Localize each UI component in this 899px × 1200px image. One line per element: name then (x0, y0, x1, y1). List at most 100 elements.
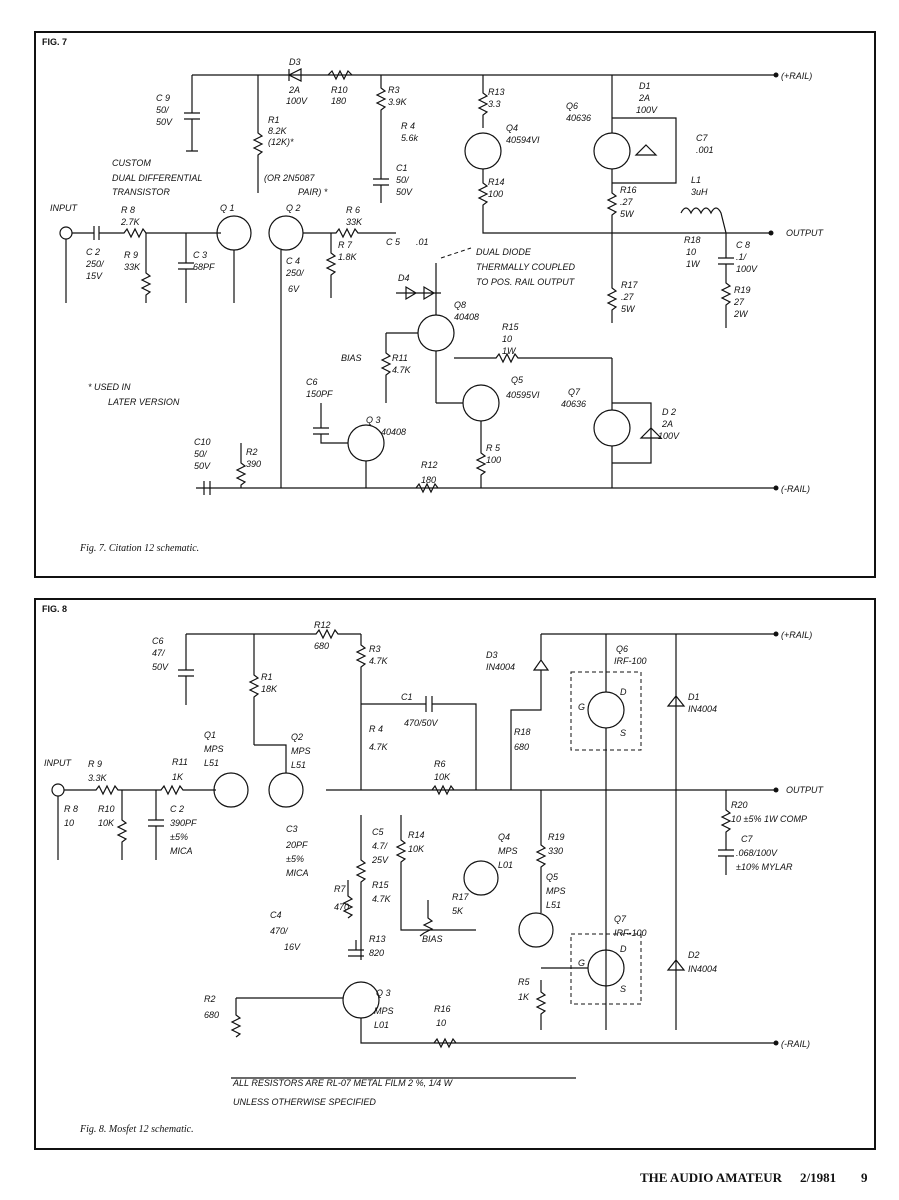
f8-q7-source-label: S (620, 984, 626, 994)
f7-d2-diode (639, 427, 663, 439)
f8-c4-value: 470/ (270, 926, 289, 936)
f7-c4-value: 250/ (285, 268, 305, 278)
f7-c10-value2: 50V (194, 461, 211, 471)
f8-c2-value2: ±5% (170, 832, 188, 842)
f8-q7-drain-label: D (620, 944, 627, 954)
footer-issue: 2/1981 (800, 1170, 837, 1185)
f7-dual-diode-leader (440, 247, 472, 259)
f8-r3-value: 4.7K (369, 656, 389, 666)
f7-custom-label-2: DUAL DIFFERENTIAL (112, 173, 202, 183)
f7-r12-value: 180 (421, 475, 436, 485)
f8-q3-value2: L01 (374, 1020, 389, 1030)
f7-q4-label: Q4 (506, 123, 518, 133)
f7-r16-value2: 5W (620, 209, 635, 219)
f7-c2-value2: 15V (86, 271, 103, 281)
f7-c1-label: C1 (396, 163, 408, 173)
f8-r7-value: 470 (334, 902, 349, 912)
f7-c6-value: 150PF (306, 389, 333, 399)
f7-q1-label: Q 1 (220, 203, 235, 213)
f8-input-label: INPUT (44, 758, 73, 768)
f7-d1-value: 2A (638, 93, 650, 103)
f8-r20-label: R20 (731, 800, 748, 810)
f7-r19-value: 27 (733, 297, 745, 307)
f7-d4-label: D4 (398, 273, 410, 283)
f7-c8-r19 (718, 233, 734, 328)
f8-r15-value: 4.7K (372, 894, 392, 904)
f7-c2-label: C 2 (86, 247, 100, 257)
f7-r17-value: .27 (621, 292, 635, 302)
f8-r5-wire (535, 967, 588, 1030)
f7-dual-diode-1: DUAL DIODE (476, 247, 532, 257)
f8-r19-value: 330 (548, 846, 563, 856)
f7-r2-label: R2 (246, 447, 258, 457)
f8-d3-value: IN4004 (486, 662, 515, 672)
f8-c7-value2: ±10% MYLAR (736, 862, 793, 872)
f7-r13-resistor (477, 75, 489, 128)
f8-neg-rail-wire (360, 1018, 776, 1049)
f8-r10-label: R10 (98, 804, 115, 814)
f8-q1-value2: L51 (204, 758, 219, 768)
f8-r12-label: R12 (314, 620, 331, 630)
f7-q5-transistor (462, 384, 500, 422)
f7-c5-label: C 5 (386, 237, 401, 247)
f7-l1-value: 3uH (691, 187, 708, 197)
f7-r12-label: R12 (421, 460, 438, 470)
f7-c10-value: 50/ (194, 449, 208, 459)
f7-c3-value: 68PF (193, 262, 215, 272)
f8-q1-label: Q1 (204, 730, 216, 740)
f7-q-wires (233, 250, 282, 488)
f7-or-pair-2: PAIR) * (298, 187, 328, 197)
f8-d1-label: D1 (688, 692, 700, 702)
f7-custom-label-1: CUSTOM (112, 158, 151, 168)
f8-c6-value: 47/ (152, 648, 166, 658)
f7-r19-value2: 2W (733, 309, 749, 319)
f7-q8-label: Q8 (454, 300, 466, 310)
f8-r8-value: 10 (64, 818, 74, 828)
f8-r14-label: R14 (408, 830, 425, 840)
f7-c1-value: 50/ (396, 175, 410, 185)
f7-r6-value: 33K (346, 217, 363, 227)
f7-q7-value: 40636 (561, 399, 586, 409)
f8-q7-label: Q7 (614, 914, 627, 924)
f7-q4-value: 40594VI (506, 135, 540, 145)
f7-d2-label: D 2 (662, 407, 676, 417)
f8-r13-label: R13 (369, 934, 386, 944)
f8-r7-c4 (342, 880, 364, 957)
f7-q8-value: 40408 (454, 312, 479, 322)
f8-r19-r15-wires (355, 790, 547, 960)
f8-q7-value: IRF-100 (614, 928, 647, 938)
f8-q2-value2: L51 (291, 760, 306, 770)
f7-d1-c7-wire (612, 117, 677, 184)
f7-r17-label: R17 (621, 280, 639, 290)
f8-q7-gate-label: G (578, 958, 585, 968)
f8-output-label: OUTPUT (786, 785, 825, 795)
figure-8-label: FIG. 8 (42, 604, 68, 614)
f8-r11-value: 1K (172, 772, 184, 782)
f8-r2-wire (230, 997, 343, 1038)
f7-r11-label: R11 (392, 353, 408, 363)
f7-neg-rail-label: (-RAIL) (781, 484, 810, 494)
f7-r14-output-line (477, 169, 771, 234)
f7-r7-label: R 7 (338, 240, 353, 250)
f8-part-labels: C6 47/ 50V R12 680 R3 4.7K D3 IN4004 Q6 … (64, 620, 807, 1030)
f7-d3-value2: 100V (286, 96, 308, 106)
f8-r16-value: 10 (436, 1018, 446, 1028)
f7-q7-wires (611, 358, 652, 488)
f8-q4-label: Q4 (498, 832, 510, 842)
f8-r4-label: R 4 (369, 724, 383, 734)
f7-r11-value: 4.7K (392, 365, 412, 375)
f8-r13-value: 820 (369, 948, 384, 958)
f7-r5-label: R 5 (486, 443, 501, 453)
f7-r1-value2: (12K)* (268, 137, 294, 147)
f7-r18-label: R18 (684, 235, 701, 245)
f7-r17-value2: 5W (621, 304, 636, 314)
f7-q3-transistor (347, 424, 385, 462)
f7-part-labels: C 9 50/ 50V D3 2A 100V R10 180 R1 8.2K (… (85, 57, 758, 485)
f7-notes: INPUT OUTPUT (+RAIL) (-RAIL) * USED IN L… (50, 71, 825, 494)
f8-c3-value3: MICA (286, 868, 309, 878)
f7-r9-value: 33K (124, 262, 141, 272)
f7-q6-transistor (593, 132, 631, 170)
f8-q5-label: Q5 (546, 872, 559, 882)
figure-8-caption: Fig. 8. Mosfet 12 schematic. (80, 1124, 194, 1135)
figure-7-panel: FIG. 7 (34, 31, 876, 578)
